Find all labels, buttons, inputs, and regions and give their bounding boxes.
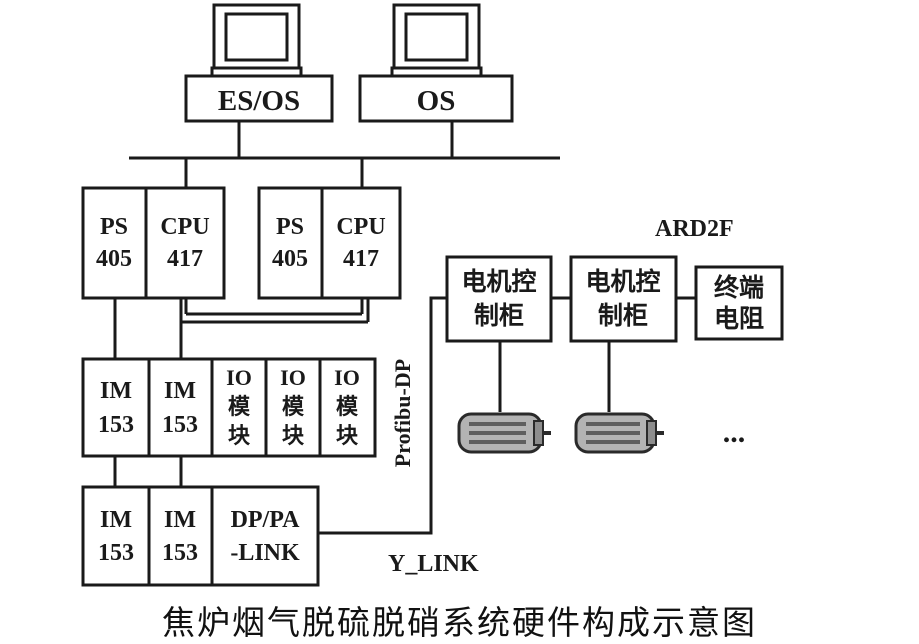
profibus-dp-label: Profibu-DP	[390, 359, 415, 467]
io-label-1: IO	[226, 365, 252, 390]
motor-cabinet-1-line-1: 电机控	[461, 267, 536, 296]
y-link-label: Y_LINK	[388, 551, 479, 577]
monitor-icon-os	[390, 3, 483, 78]
im-label-b2: IM	[164, 507, 196, 533]
ps-label-a: PS	[100, 214, 128, 240]
dp-pa-label: DP/PA	[231, 507, 301, 533]
motor-cabinet-2-line-2: 制柜	[598, 301, 648, 330]
io-label-2: IO	[280, 365, 306, 390]
os-label: OS	[417, 85, 456, 117]
io-label-1-kuai: 块	[228, 424, 251, 449]
im153-module-b2	[147, 485, 214, 587]
im-label-a2: IM	[100, 507, 132, 533]
ps-model-label-a: 405	[96, 246, 132, 272]
ps-label-b: PS	[276, 214, 304, 240]
io-label-2-mo: 模	[282, 395, 305, 420]
dp-pa-link-module	[210, 485, 320, 587]
cpu-model-label-b: 417	[343, 246, 379, 272]
cpu-label-b: CPU	[336, 214, 385, 240]
profibus-dp-line	[318, 296, 447, 535]
motor-icon-2	[574, 412, 664, 454]
ps405-module-a	[81, 186, 148, 300]
motor-icon-1	[457, 412, 551, 454]
im-label-a1: IM	[100, 378, 132, 404]
ps-model-label-b: 405	[272, 246, 308, 272]
im153-module-b1	[147, 357, 214, 458]
ard2f-label: ARD2F	[655, 216, 734, 242]
more-devices-ellipsis: ...	[723, 416, 746, 449]
cpu-label-a: CPU	[160, 214, 209, 240]
io-label-1-mo: 模	[228, 395, 251, 420]
io-label-2-kuai: 块	[282, 424, 305, 449]
im-model-label-b1: 153	[162, 412, 198, 438]
motor-cabinet-2-line-1: 电机控	[585, 267, 660, 296]
im153-module-a2	[81, 485, 151, 587]
es-os-label: ES/OS	[218, 85, 300, 117]
terminator-line-2: 电阻	[714, 304, 764, 333]
terminator-box	[694, 265, 784, 341]
im-model-label-b2: 153	[162, 540, 198, 566]
figure-caption: 焦炉烟气脱硫脱硝系统硬件构成示意图	[162, 603, 757, 642]
im-model-label-a1: 153	[98, 412, 134, 438]
im153-module-a1	[81, 357, 151, 458]
terminator-line-1: 终端	[714, 273, 764, 302]
io-label-3-kuai: 块	[336, 424, 359, 449]
io-label-3: IO	[334, 365, 360, 390]
io-label-3-mo: 模	[336, 395, 359, 420]
im-model-label-a2: 153	[98, 540, 134, 566]
monitor-icon-es-os	[210, 3, 303, 78]
io-module-3	[318, 357, 377, 458]
es-os-station-box	[184, 74, 334, 123]
link-label: -LINK	[230, 540, 300, 566]
cpu417-module-b	[320, 186, 402, 300]
cpu-model-label-a: 417	[167, 246, 203, 272]
ps405-module-b	[257, 186, 324, 300]
cpu417-module-a	[144, 186, 226, 300]
os-station-box	[358, 74, 514, 123]
im-label-b1: IM	[164, 378, 196, 404]
motor-cabinet-1-line-2: 制柜	[474, 301, 524, 330]
